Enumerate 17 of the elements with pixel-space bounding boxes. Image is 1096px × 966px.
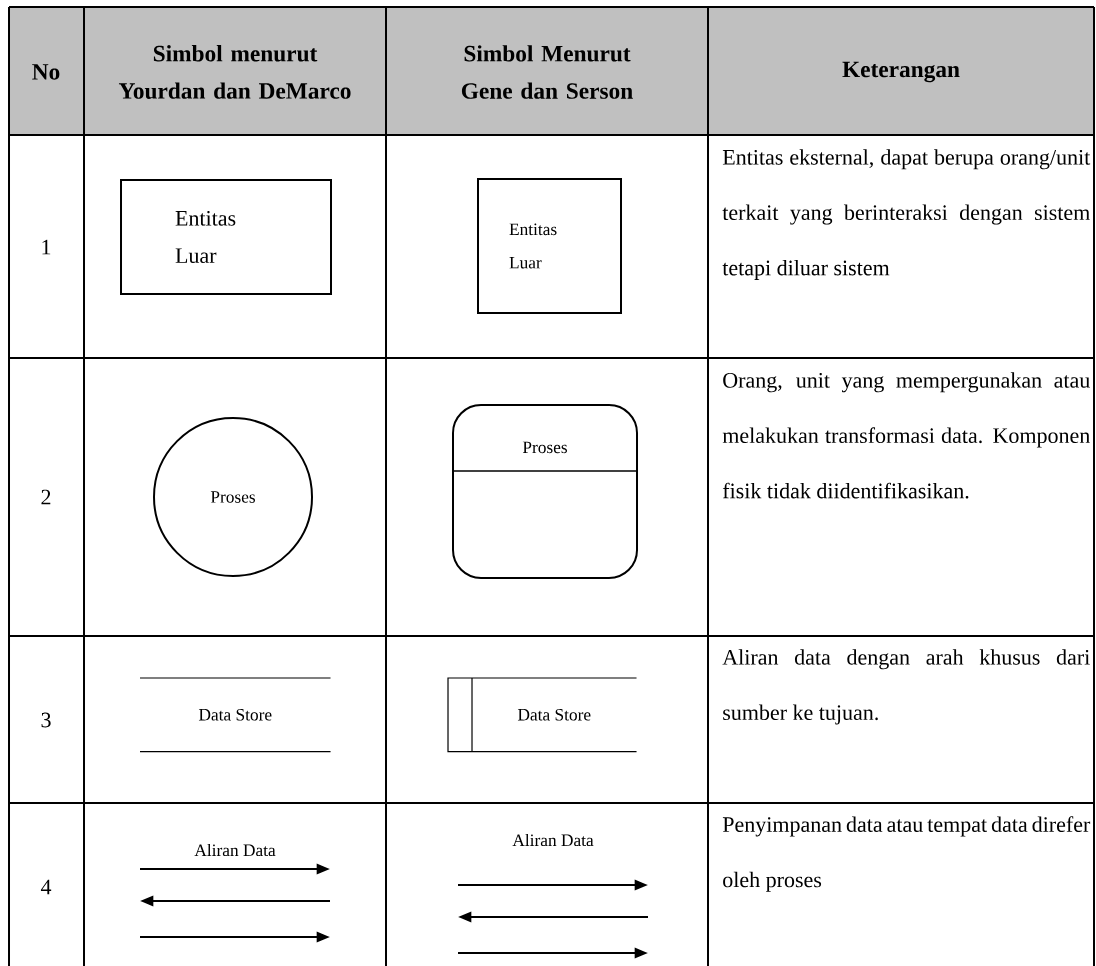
description-text: Penyimpanan data atau tempat data direfer oleh proses [722,816,1091,892]
row-number: 1 [42,239,51,255]
column-header: No [32,64,60,80]
description-text: Orang, unit yang mempergunakan atau melakukan transformasi data. Komponen fisik tidak diidentifikasikan. [722,372,1090,499]
flow-label: Aliran Data [512,833,594,847]
column-header: Keterangan [842,61,960,83]
external-entity-box: Entitas Luar [120,179,332,295]
column-header: Simbol menurut Yourdan dan DeMarco [118,45,351,99]
external-entity-box: Entitas Luar [477,178,622,314]
column-header: Simbol Menurut Gene dan Serson [461,45,633,99]
description-text: Entitas eksternal, dapat berupa orang/unit terkait yang berinteraksi dengan sistem tetapi diluar sistem [722,149,1091,280]
description-text: Aliran data dengan arah khusus dari sumber ke tujuan. [722,649,1090,725]
row-number: 3 [41,712,51,728]
process-box: Proses [451,404,639,579]
row-number: 2 [41,489,51,505]
flow-label: Aliran Data [194,843,276,857]
row-number: 4 [40,879,52,895]
